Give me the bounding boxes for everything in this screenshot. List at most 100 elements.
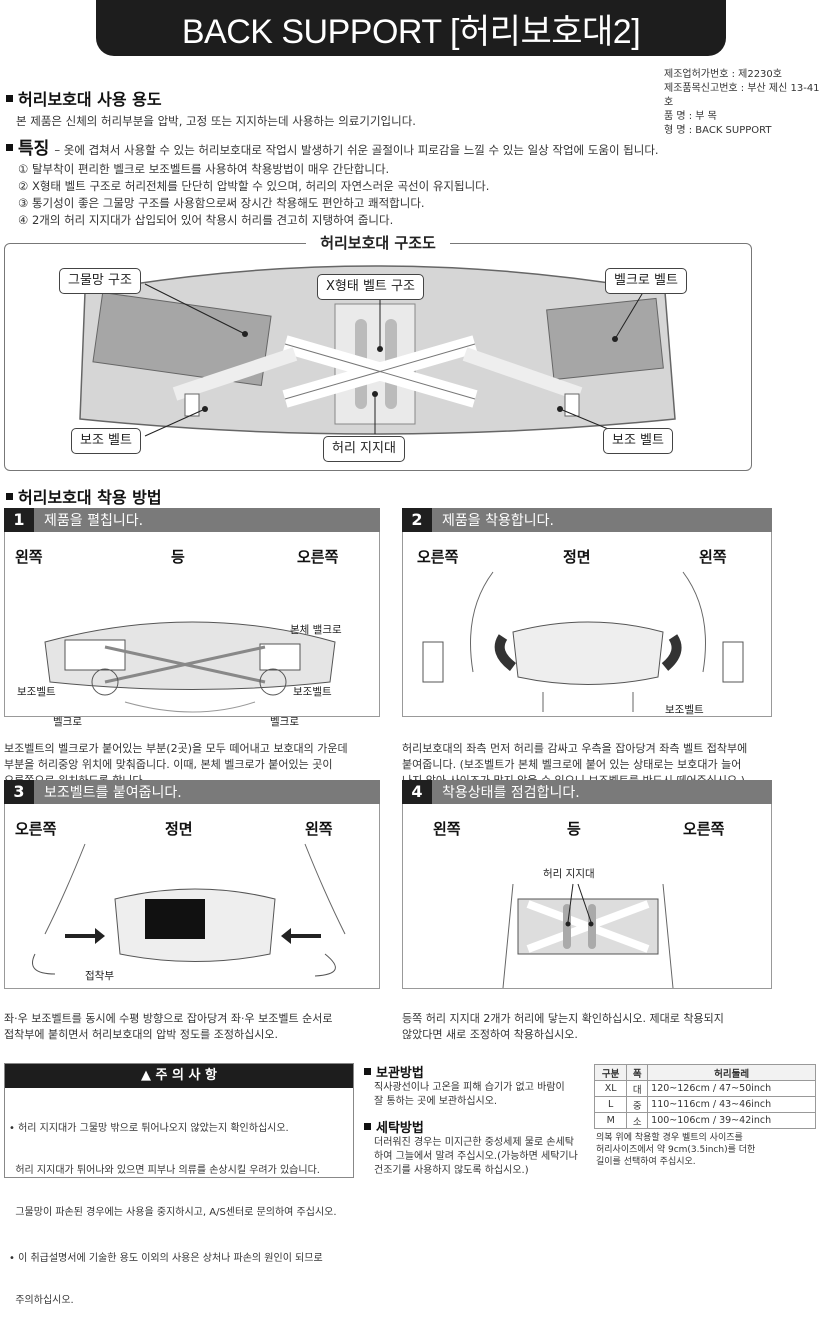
feature-item: ④ 2개의 허리 지지대가 삽입되어 있어 착용시 허리를 견고히 지탱하여 줍…: [18, 213, 394, 227]
step-description: 등쪽 허리 지지대 2개가 허리에 닿는지 확인하십시오. 제대로 착용되지 않…: [402, 1011, 772, 1043]
bullet-square-icon: [6, 95, 13, 102]
label-velcro-right: 벨크로: [270, 716, 299, 728]
caution-line: • 허리 지지대가 그물망 밖으로 튀어나오지 않았는지 확인하십시오.: [9, 1123, 289, 1134]
step-3: 3 보조벨트를 붙여줍니다. 오른쪽 정면 왼쪽 접착부 좌·우 보조벨트를 동시…: [4, 780, 380, 1043]
label-aux-belt-left: 보조 벨트: [71, 428, 141, 454]
label-attach-part: 접착부: [85, 970, 114, 982]
desc-line: 않았다면 새로 조정하여 착용하십시오.: [402, 1028, 578, 1041]
features-section: 특징 – 옷에 겹쳐서 사용할 수 있는 허리보호대로 작업시 발생하기 쉬운 …: [6, 134, 806, 229]
label-waist-stay: 허리 지지대: [543, 868, 595, 880]
diagram-title: 허리보호대 구조도: [306, 234, 450, 252]
label-aux-belt: 보조벨트: [665, 704, 704, 716]
position-right: 오른쪽: [297, 548, 339, 566]
step-title: 제품을 펼칩니다.: [44, 513, 144, 529]
caution-box: ▲ 주 의 사 항 • 허리 지지대가 그물망 밖으로 튀어나오지 않았는지 확…: [4, 1063, 354, 1306]
step-2: 2 제품을 착용합니다. 오른쪽 정면 왼쪽 보조벨트 허리보호대의 좌측 먼저 …: [402, 508, 772, 789]
structure-diagram: 허리보호대 구조도 그물망 구조 X형태 벨트 구조 벨크로 벨트 보조 벨트 …: [4, 234, 752, 471]
size-note: 의복 위에 착용할 경우 벨트의 사이즈를 허리사이즈에서 약 9cm(3.5i…: [596, 1133, 756, 1167]
warning-icon: ▲: [141, 1068, 152, 1083]
caution-line: 그물망이 파손된 경우에는 사용을 중지하시고, A/S센터로 문의하여 주십시…: [9, 1207, 337, 1218]
step-title: 착용상태를 점검합니다.: [442, 785, 580, 801]
care-section: 보관방법 직사광선이나 고온을 피해 습기가 없고 바람이 잘 통하는 곳에 보…: [364, 1062, 590, 1178]
washing-line: 더러워진 경우는 미지근한 중성세제 물로 손세탁: [374, 1137, 574, 1148]
step-number: 4: [402, 780, 432, 804]
page-title: BACK SUPPORT [허리보호대2]: [96, 0, 726, 56]
usage-heading: 허리보호대 사용 용도: [18, 90, 162, 109]
desc-line: 접착부에 붙히면서 허리보호대의 압박 정도를 조정하십시오.: [4, 1028, 278, 1041]
label-body-velcro: 본체 밸크로: [290, 624, 342, 636]
position-right: 오른쪽: [683, 820, 725, 838]
position-front: 정면: [165, 820, 193, 838]
label-xbelt: X형태 벨트 구조: [317, 274, 424, 300]
size-header: 구분: [593, 1064, 628, 1081]
features-intro: – 옷에 겹쳐서 사용할 수 있는 허리보호대로 작업시 발생하기 쉬운 골절이…: [54, 143, 659, 157]
meta-line: 제조업허가번호 : 제2230호: [664, 69, 782, 80]
step2-illustration: [422, 571, 744, 712]
step-title: 보조벨트를 붙여줍니다.: [44, 785, 182, 801]
step-number: 2: [402, 508, 432, 532]
position-right: 오른쪽: [15, 820, 57, 838]
position-back: 등: [171, 548, 185, 566]
bullet-square-icon: [364, 1068, 371, 1075]
storage-heading: 보관방법: [376, 1066, 424, 1081]
position-left: 왼쪽: [433, 820, 461, 838]
belt-diagram-illustration: [79, 265, 676, 437]
howto-heading: 허리보호대 착용 방법: [6, 484, 162, 508]
feature-item: ① 탈부착이 편리한 벨크로 보조벨트를 사용하여 착용방법이 매우 간단합니다…: [18, 162, 390, 176]
position-left: 왼쪽: [699, 548, 727, 566]
label-waist-stay: 허리 지지대: [323, 436, 405, 462]
washing-line: 건조기를 사용하지 않도록 하십시오.): [374, 1165, 529, 1176]
label-aux-belt-right: 보조 벨트: [603, 428, 673, 454]
step1-illustration: [44, 621, 336, 713]
meta-line: 형 명 : BACK SUPPORT: [664, 125, 772, 136]
desc-line: 등쪽 허리 지지대 2개가 허리에 닿는지 확인하십시오. 제대로 착용되지: [402, 1012, 724, 1025]
position-left: 왼쪽: [305, 820, 333, 838]
features-heading: 특징: [18, 139, 50, 159]
label-velcro: 벨크로 벨트: [605, 268, 687, 294]
caution-title: 주 의 사 항: [155, 1068, 217, 1083]
label-mesh: 그물망 구조: [59, 268, 141, 294]
step-title: 제품을 착용합니다.: [442, 513, 554, 529]
storage-line: 잘 통하는 곳에 보관하십시오.: [374, 1096, 498, 1107]
step4-illustration: [502, 883, 674, 988]
desc-line: 좌·우 보조벨트를 동시에 수평 방향으로 잡아당겨 좌·우 보조벨트 순서로: [4, 1012, 333, 1025]
desc-line: 부분을 허리중앙 위치에 맞춰줍니다. 이때, 본체 벨크로가 붙어있는 곳이: [4, 758, 333, 771]
feature-item: ② X형태 벨트 구조로 허리전체를 단단히 압박할 수 있으며, 허리의 자연…: [18, 179, 490, 193]
label-aux-belt-left: 보조벨트: [17, 686, 56, 698]
bullet-square-icon: [364, 1123, 371, 1130]
desc-line: 붙여줍니다. (보조벨트가 본체 벨크로에 붙어 있는 상태로는 보호대가 늘어: [402, 758, 742, 771]
feature-item: ③ 통기성이 좋은 그물망 구조를 사용함으로써 장시간 착용해도 편안하고 쾌…: [18, 196, 425, 210]
position-right: 오른쪽: [417, 548, 459, 566]
bullet-square-icon: [6, 144, 13, 151]
caution-header: ▲ 주 의 사 항: [5, 1064, 353, 1088]
meta-line: 품 명 : 부 목: [664, 111, 717, 122]
step-number: 1: [4, 508, 34, 532]
washing-line: 하여 그늘에서 말려 주십시오.(가능하면 세탁기나: [374, 1151, 578, 1162]
meta-line: 제조품목신고번호 : 부산 제신 13-41호: [664, 83, 820, 108]
storage-line: 직사광선이나 고온을 피해 습기가 없고 바람이: [374, 1082, 565, 1093]
bullet-square-icon: [6, 493, 13, 500]
usage-section: 허리보호대 사용 용도 본 제품은 신체의 허리부분을 압박, 고정 또는 지지…: [6, 86, 416, 130]
label-velcro-left: 벨크로: [53, 716, 82, 728]
usage-text: 본 제품은 신체의 허리부분을 압박, 고정 또는 지지하는데 사용하는 의료기…: [16, 114, 416, 128]
caution-line: 허리 지지대가 튀어나와 있으면 피부나 의류를 손상시킬 우려가 있습니다.: [9, 1165, 320, 1176]
desc-line: 허리보호대의 좌측 먼저 허리를 감싸고 우측을 잡아당겨 좌측 벨트 접착부에: [402, 742, 748, 755]
step-description: 좌·우 보조벨트를 동시에 수평 방향으로 잡아당겨 좌·우 보조벨트 순서로 …: [4, 1011, 380, 1043]
position-left: 왼쪽: [15, 548, 43, 566]
step3-illustration: [32, 843, 346, 977]
product-meta: 제조업허가번호 : 제2230호 제조품목신고번호 : 부산 제신 13-41호…: [664, 68, 820, 138]
howto-heading-text: 허리보호대 착용 방법: [18, 488, 162, 507]
step-number: 3: [4, 780, 34, 804]
position-back: 등: [567, 820, 581, 838]
caution-line: 주의하십시오.: [9, 1295, 74, 1306]
size-header: 허리둘레: [647, 1064, 816, 1081]
washing-heading: 세탁방법: [376, 1121, 424, 1136]
position-front: 정면: [563, 548, 591, 566]
caution-line: • 이 취급설명서에 기술한 용도 이외의 사용은 상처나 파손의 원인이 되므…: [9, 1253, 323, 1264]
